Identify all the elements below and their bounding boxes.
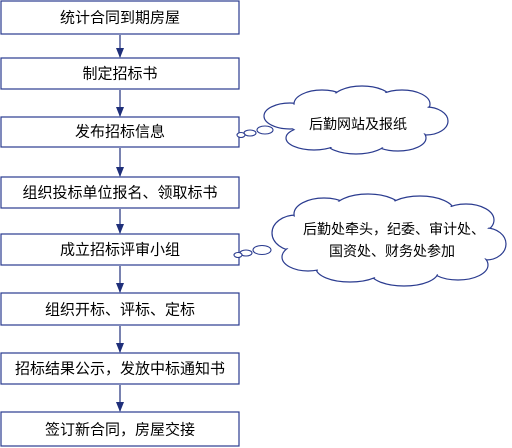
step-box: 制定招标书	[0, 57, 240, 90]
step-label: 统计合同到期房屋	[60, 9, 180, 27]
cloud-callout: 后勤网站及报纸	[236, 85, 449, 155]
step-label: 组织投标单位报名、领取标书	[22, 184, 217, 202]
step-label: 招标结果公示，发放中标通知书	[15, 360, 225, 378]
step-label: 发布招标信息	[75, 123, 165, 141]
cloud-text: 后勤处牵头，纪委、审计处、	[303, 222, 485, 238]
step-box: 发布招标信息	[0, 116, 240, 148]
cloud-text: 后勤网站及报纸	[309, 117, 407, 133]
step-box: 统计合同到期房屋	[0, 0, 240, 35]
step-label: 组织开标、评标、定标	[45, 301, 195, 319]
step-box: 成立招标评审小组	[0, 233, 240, 266]
step-box: 招标结果公示，发放中标通知书	[0, 352, 240, 385]
step-box: 签订新合同，房屋交接	[0, 411, 240, 447]
step-label: 签订新合同，房屋交接	[45, 421, 195, 439]
step-label: 成立招标评审小组	[60, 241, 180, 259]
step-box: 组织投标单位报名、领取标书	[0, 176, 240, 209]
cloud-text: 国资处、财务处参加	[329, 243, 455, 260]
step-box: 组织开标、评标、定标	[0, 292, 240, 326]
cloud-callout: 后勤处牵头，纪委、审计处、 国资处、财务处参加	[233, 193, 507, 287]
step-label: 制定招标书	[82, 65, 157, 83]
